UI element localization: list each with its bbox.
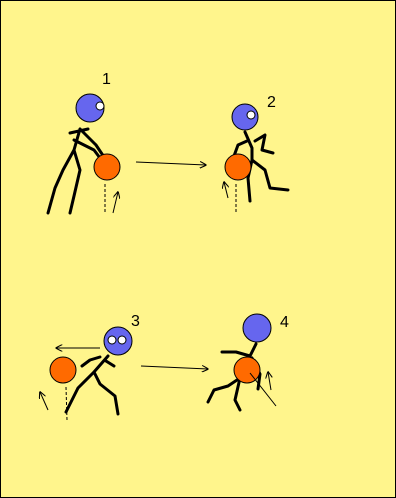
figure-3: 3 [40,313,140,421]
figure-2-body [232,130,290,203]
figure-2-eye [246,110,256,120]
figure-2-bounce-arrow [224,182,228,199]
figure-1-eye [95,101,105,111]
figure-4-bounce-line [249,372,277,407]
figure-4-ball [233,356,261,384]
figure-3-bounce-line [65,386,68,421]
figure-3-body [64,354,120,416]
figure-3-bounce-arrow [40,392,49,411]
figure-3-eye-left [107,335,117,345]
figure-2-ball [224,153,252,181]
figure-4-bounce-arrow [268,372,271,391]
step-label-4: 4 [280,314,289,331]
arrow-1-to-2 [135,162,206,165]
figure-2: 2 [224,94,290,214]
figure-1-bounce-arrow [112,192,118,214]
figure-3-eye-right [117,335,127,345]
figure-1-ball [93,153,121,181]
step-label-3: 3 [131,313,140,330]
figure-1: 1 [46,71,121,215]
figure-4: 4 [206,313,289,412]
step-label-2: 2 [267,94,276,111]
figure-2-head [231,103,259,131]
arrow-3-to-4 [140,366,208,369]
step-label-1: 1 [102,71,111,88]
figure-4-head [242,313,272,343]
figure-3-ball [49,356,77,384]
figure-1-body [46,127,108,215]
